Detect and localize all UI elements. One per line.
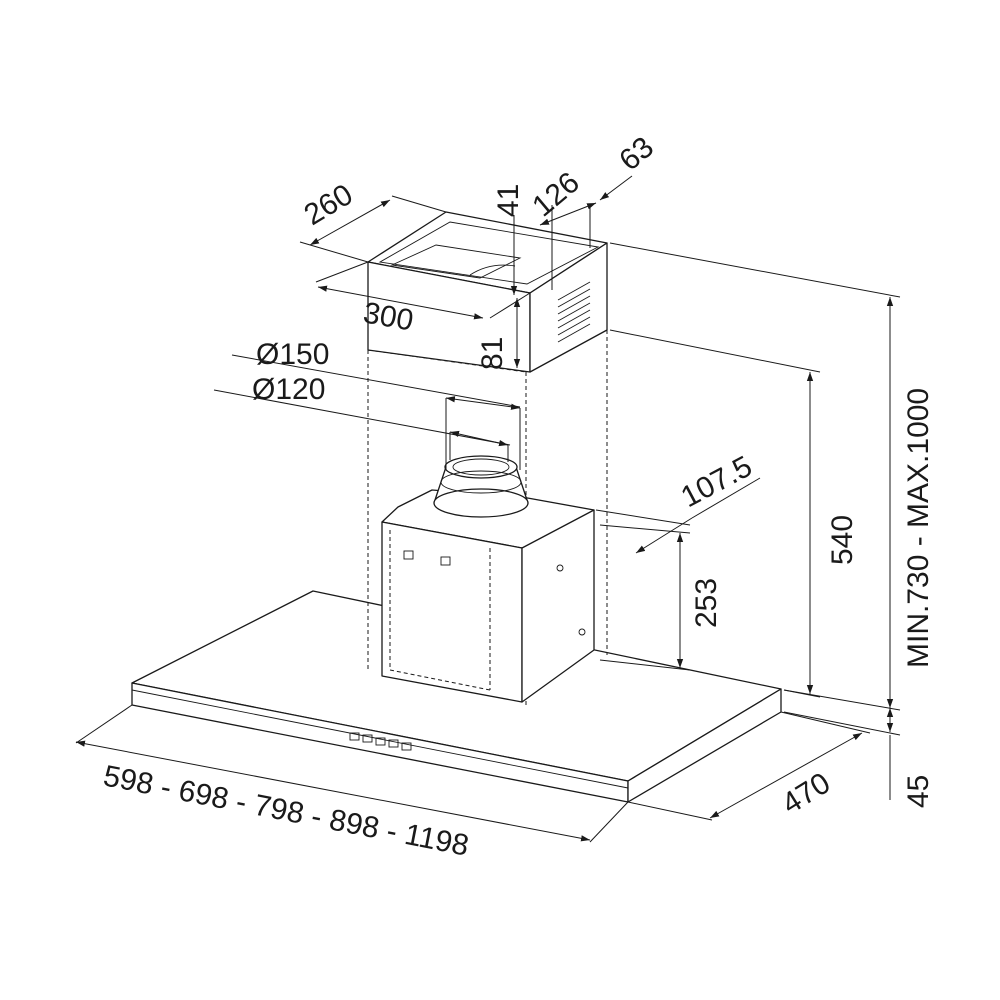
dim-motor-height-label: 253: [690, 578, 723, 628]
duct-collar: [433, 455, 529, 518]
collar-base: [433, 488, 529, 518]
dim-duct-outer-label: Ø150: [256, 338, 329, 371]
motor-front-face: [381, 521, 523, 703]
vent-slots: [557, 281, 591, 343]
dim-back-gap-label: 63: [613, 131, 660, 178]
motor-side-face: [521, 509, 595, 703]
dim-widths-label: 598 - 698 - 798 - 898 - 1198: [101, 759, 472, 862]
dim-chimney-top-label: 81: [476, 337, 509, 370]
control-button-1: [349, 732, 360, 741]
motor-housing: [381, 489, 595, 703]
dim-chimney-height-label: 540: [826, 515, 859, 565]
dim-vent-width-label: 126: [526, 166, 586, 223]
housing-screw: [556, 564, 564, 572]
dim-top-width-label: 260: [299, 178, 359, 232]
housing-clip-right: [440, 556, 451, 566]
housing-clip-left: [403, 550, 414, 560]
dim-canopy-thickness-label: 45: [902, 775, 935, 808]
dimension-lines: [75, 175, 901, 843]
dim-slot-height-label: 41: [492, 184, 525, 217]
dim-canopy-depth-label: 470: [776, 766, 836, 821]
bracket-opening: [378, 221, 600, 285]
dim-duct-inner-label: Ø120: [252, 373, 325, 406]
dim-total-height-label: MIN.730 - MAX.1000: [902, 388, 935, 668]
bracket-side-face: [529, 242, 608, 373]
dim-offset-label: 107.5: [676, 450, 758, 514]
housing-screw-2: [578, 628, 586, 636]
